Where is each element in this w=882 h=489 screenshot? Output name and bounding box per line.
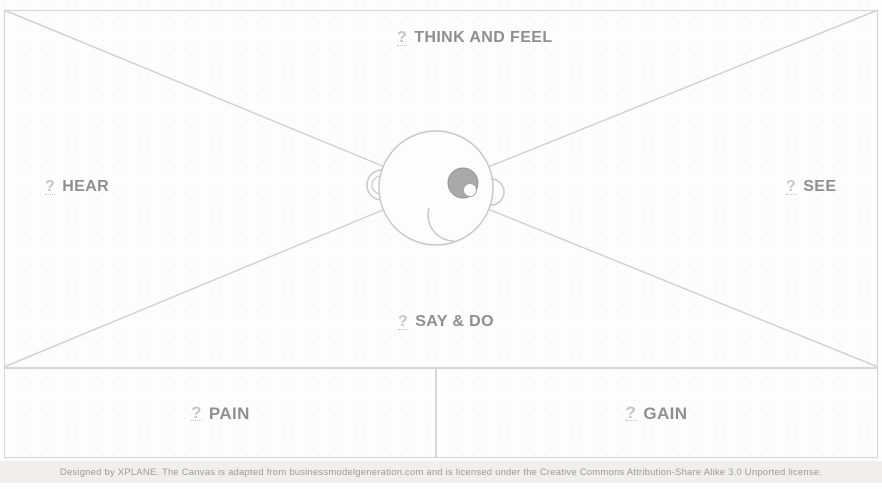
eye-highlight-icon (463, 183, 477, 197)
gain-panel[interactable]: ? GAIN (435, 368, 878, 458)
section-label-text: GAIN (643, 403, 688, 423)
section-label-text: PAIN (208, 403, 250, 423)
diagonal-line-bottom-left (3, 187, 437, 368)
left-ear-icon (366, 169, 383, 201)
help-icon[interactable]: ? (45, 177, 56, 195)
section-label-text: THINK AND FEEL (414, 29, 553, 46)
section-label-text: HEAR (62, 178, 110, 195)
head-figure (366, 130, 505, 246)
smile-icon (427, 207, 455, 242)
pain-panel[interactable]: ? PAIN (4, 368, 437, 458)
help-icon[interactable]: ? (786, 177, 797, 195)
section-gain[interactable]: ? GAIN (625, 403, 688, 423)
attribution-footer: Designed by XPLANE. The Canvas is adapte… (0, 461, 882, 483)
section-say-and-do[interactable]: ? SAY & DO (398, 312, 494, 331)
help-icon[interactable]: ? (398, 312, 409, 330)
help-icon[interactable]: ? (191, 403, 202, 422)
diagonal-line-top-left (3, 9, 437, 189)
section-hear[interactable]: ? HEAR (45, 177, 109, 196)
left-ear-inner-icon (371, 175, 382, 195)
section-see[interactable]: ? SEE (786, 177, 836, 196)
diagonal-dividers (3, 9, 879, 368)
right-ear-icon (490, 178, 505, 206)
attribution-text: Designed by XPLANE. The Canvas is adapte… (59, 466, 823, 478)
head-circle (378, 130, 494, 246)
diagonal-line-bottom-right (435, 187, 879, 368)
section-pain[interactable]: ? PAIN (191, 404, 250, 423)
help-icon[interactable]: ? (397, 28, 408, 46)
section-think-and-feel[interactable]: ? THINK AND FEEL (397, 28, 553, 47)
section-label-text: SEE (803, 178, 837, 195)
diagonal-line-top-right (435, 9, 879, 189)
help-icon[interactable]: ? (625, 403, 637, 422)
upper-area-border (3, 9, 879, 369)
section-label-text: SAY & DO (415, 313, 494, 330)
